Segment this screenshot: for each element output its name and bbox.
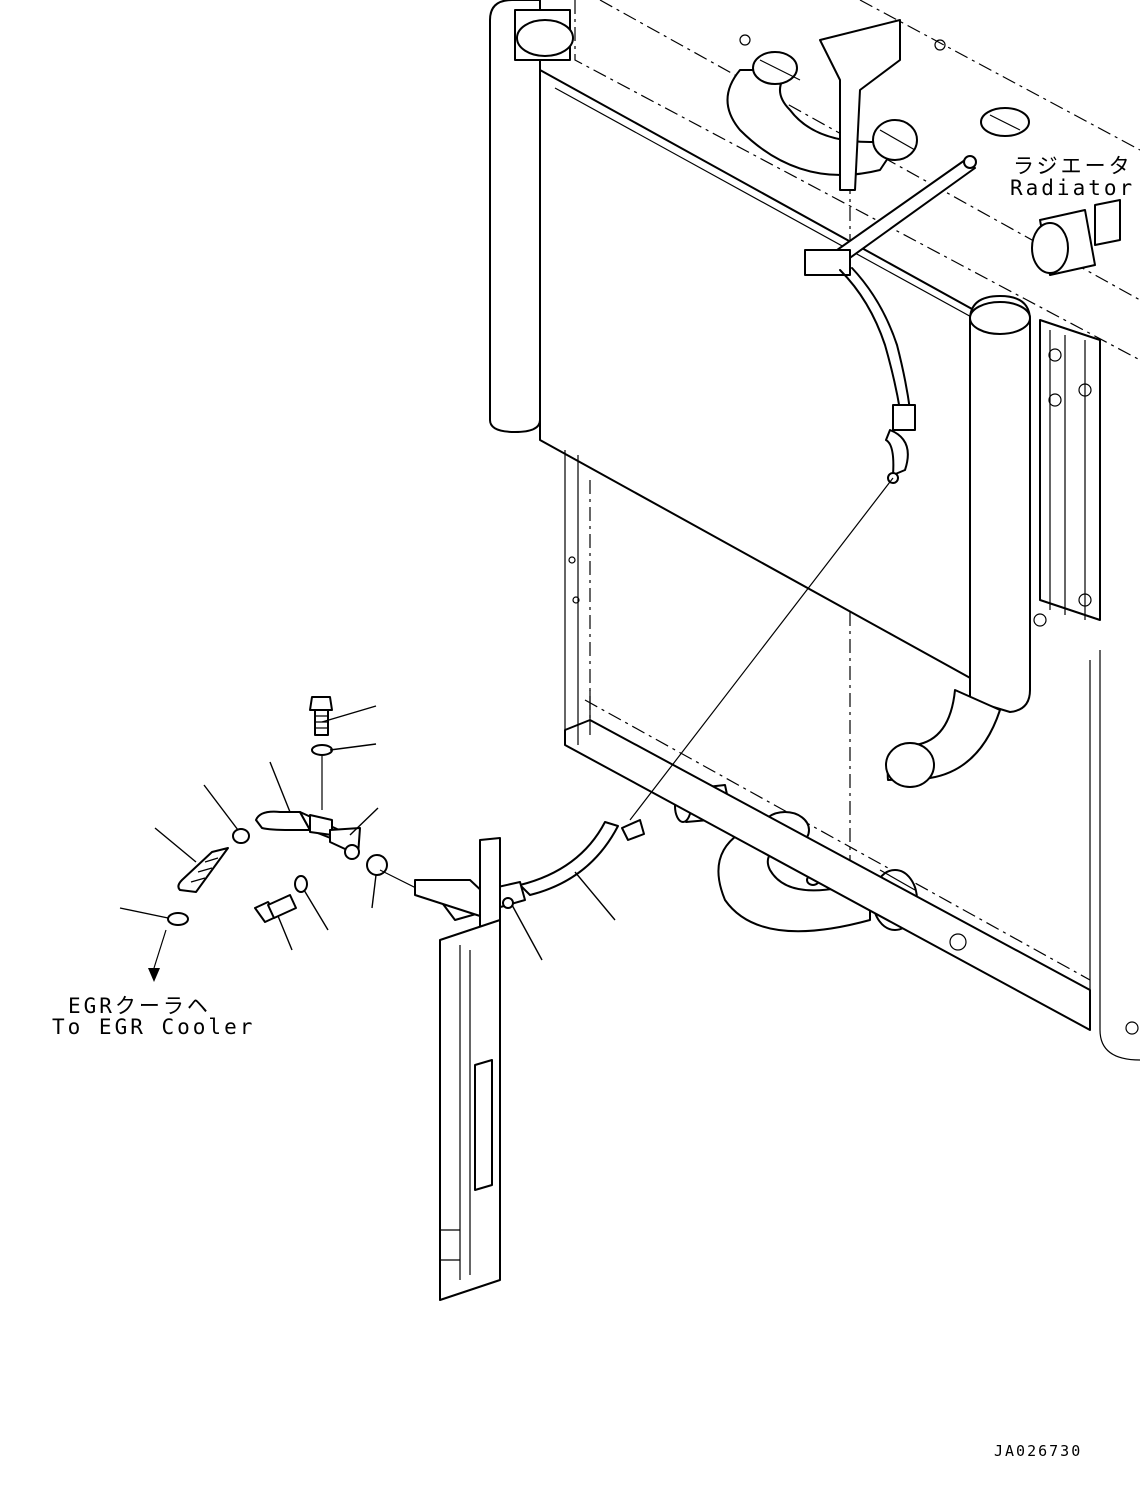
- clamp-ring: [366, 854, 388, 876]
- leader-bolt-lower: [277, 915, 293, 951]
- leader-clamp-end: [119, 907, 169, 919]
- vertical-stay: [439, 919, 501, 1301]
- bolt-lower: [254, 894, 297, 923]
- washer-lower: [294, 875, 308, 893]
- leader-washer-lower: [303, 889, 329, 931]
- drawing-number: JA026730: [994, 1442, 1083, 1460]
- leader-long-hose: [574, 871, 616, 921]
- leader-bracket: [511, 904, 543, 961]
- radiator-assembly: [489, 0, 1140, 1061]
- leader-clamp-ring: [371, 874, 377, 909]
- clamp-end: [167, 912, 189, 926]
- egr-cooler-label-jp: EGRクーラヘ: [68, 994, 211, 1018]
- egr-cooler-label-en: To EGR Cooler: [52, 1015, 256, 1039]
- hose-nipple: [621, 819, 645, 841]
- leader-clamp-small: [203, 784, 239, 831]
- leader-washer-upper: [329, 743, 377, 751]
- short-hose: [177, 847, 229, 893]
- exploded-parts: [148, 477, 894, 1301]
- leader-metal-pipe: [269, 761, 291, 813]
- leader-bolt-upper: [321, 705, 377, 723]
- radiator-label-en: Radiator: [1010, 176, 1136, 200]
- bolt-upper: [309, 696, 333, 736]
- leader-short-hose: [154, 827, 197, 863]
- metal-pipe-with-clamp: [255, 810, 361, 860]
- clamp-small: [232, 828, 250, 844]
- radiator-label-jp: ラジエータ: [1013, 154, 1133, 178]
- washer-upper: [311, 744, 333, 756]
- leader-clamp: [349, 807, 379, 836]
- arrow-to-egr-icon: [148, 968, 160, 982]
- leader-lines: [119, 705, 616, 961]
